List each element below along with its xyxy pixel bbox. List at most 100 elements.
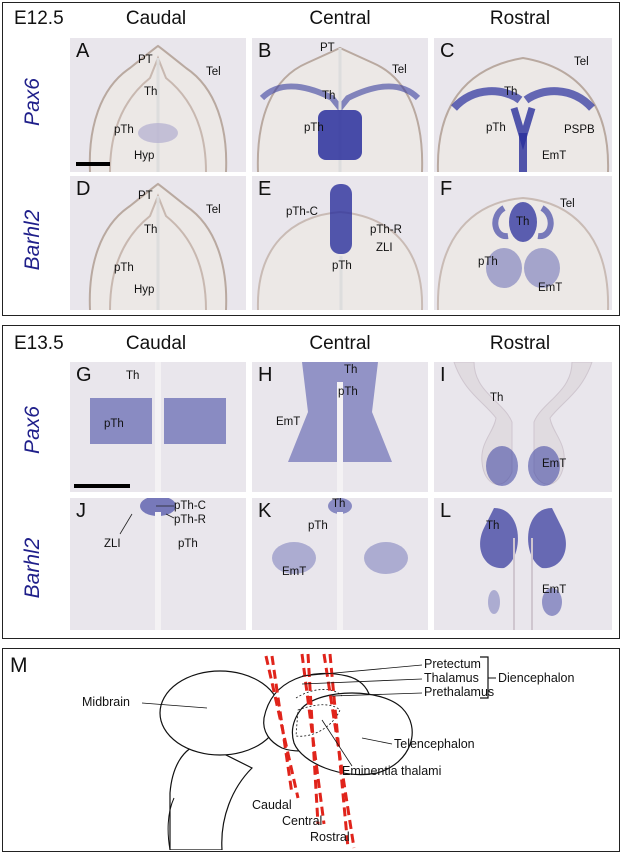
- brain-section-drawing: [88, 44, 228, 172]
- schematic-label-thalamus: Thalamus: [424, 671, 479, 685]
- panel-h-image: H Th pTh EmT: [252, 362, 428, 492]
- label-emt: EmT: [282, 566, 307, 578]
- brain-section-drawing: [256, 184, 424, 310]
- label-pspb: PSPB: [564, 124, 595, 136]
- label-pth-r: pTh-R: [174, 514, 206, 526]
- brain-section-drawing: [88, 182, 228, 310]
- stage-label-e12-5: E12.5: [14, 8, 64, 29]
- label-pth: pTh: [478, 256, 498, 268]
- panel-e-image: E pTh-C pTh-R ZLI pTh: [252, 176, 428, 310]
- label-emt: EmT: [542, 150, 567, 162]
- column-header-caudal-top: Caudal: [125, 8, 187, 29]
- label-th: Th: [486, 520, 500, 532]
- label-emt: EmT: [542, 584, 567, 596]
- panel-letter-a: A: [76, 40, 90, 62]
- label-pth: pTh: [304, 122, 324, 134]
- panel-letter-i: I: [440, 364, 446, 386]
- label-tel: Tel: [206, 66, 221, 78]
- label-tel: Tel: [392, 64, 407, 76]
- label-th: Th: [490, 392, 504, 404]
- panel-letter-b: B: [258, 40, 272, 62]
- panel-letter-k: K: [258, 500, 272, 522]
- gene-label-barhl2-top: Barhl2: [21, 209, 44, 271]
- column-header-central-top: Central: [309, 8, 371, 29]
- column-header-caudal-bottom: Caudal: [125, 333, 187, 354]
- label-th: Th: [322, 90, 336, 102]
- gene-label-barhl2-bottom: Barhl2: [21, 537, 44, 599]
- panel-g-image: G Th pTh: [70, 362, 246, 492]
- label-emt: EmT: [276, 416, 301, 428]
- panel-d-image: D PT Tel Th pTh Hyp: [70, 176, 246, 310]
- panel-j-image: J pTh-C pTh-R ZLI pTh: [70, 498, 246, 630]
- schematic-label-prethalamus: Prethalamus: [424, 685, 495, 699]
- label-tel: Tel: [560, 198, 575, 210]
- brain-section-drawing: [436, 196, 610, 310]
- panel-letter-d: D: [76, 178, 91, 200]
- column-header-central-bottom: Central: [309, 333, 371, 354]
- label-th: Th: [144, 86, 158, 98]
- panel-letter-m: M: [10, 654, 28, 677]
- panel-letter-e: E: [258, 178, 272, 200]
- label-emt: EmT: [542, 458, 567, 470]
- panel-i-image: I Th EmT: [434, 362, 612, 492]
- label-pt: PT: [320, 42, 335, 54]
- brain-section-drawing: [90, 362, 226, 492]
- label-pth-c: pTh-C: [174, 500, 206, 512]
- label-th: Th: [144, 224, 158, 236]
- scale-bar: [76, 162, 110, 166]
- label-hyp: Hyp: [134, 284, 155, 296]
- label-tel: Tel: [574, 56, 589, 68]
- schematic-label-rostral: Rostral: [310, 830, 350, 844]
- panel-l-image: L Th EmT: [434, 498, 612, 630]
- panel-c-image: C Tel Th pTh PSPB EmT: [434, 38, 612, 172]
- panel-letter-l: L: [440, 500, 452, 522]
- schematic-label-eminentia-thalami: Eminentia thalami: [342, 764, 442, 778]
- brain-section-drawing: [453, 362, 593, 486]
- panel-a-image: A PT Tel Th pTh Hyp: [70, 38, 246, 172]
- label-emt: EmT: [538, 282, 563, 294]
- schematic-label-pretectum: Pretectum: [424, 657, 481, 671]
- schematic-label-telencephalon: Telencephalon: [394, 737, 475, 751]
- brain-section-drawing: [436, 56, 610, 172]
- label-pth: pTh: [178, 538, 198, 550]
- label-th: Th: [126, 370, 140, 382]
- brain-section-drawing: [288, 362, 392, 492]
- label-zli: ZLI: [376, 242, 393, 254]
- gene-label-pax6-bottom: Pax6: [21, 406, 44, 454]
- gene-label-pax6-top: Pax6: [21, 78, 44, 126]
- label-th: Th: [504, 86, 518, 98]
- panel-letter-c: C: [440, 40, 455, 62]
- label-th: Th: [516, 216, 530, 228]
- brain-section-drawing: [256, 46, 424, 172]
- label-pt: PT: [138, 54, 153, 66]
- stage-label-e13-5: E13.5: [14, 333, 64, 354]
- brain-section-drawing: [272, 498, 408, 630]
- label-pth: pTh: [338, 386, 358, 398]
- panel-k-image: K Th pTh EmT: [252, 498, 428, 630]
- panel-letter-f: F: [440, 178, 453, 200]
- label-pth-r: pTh-R: [370, 224, 402, 236]
- brain-section-drawing: [480, 508, 566, 630]
- label-th: Th: [344, 364, 358, 376]
- label-hyp: Hyp: [134, 150, 155, 162]
- panel-letter-h: H: [258, 364, 273, 386]
- label-zli: ZLI: [104, 538, 121, 550]
- schematic-label-diencephalon: Diencephalon: [498, 671, 575, 685]
- label-pth: pTh: [114, 124, 134, 136]
- label-pth: pTh: [114, 262, 134, 274]
- label-pth-c: pTh-C: [286, 206, 318, 218]
- panel-b-image: B PT Tel Th pTh: [252, 38, 428, 172]
- panel-f-image: F Tel Th pTh EmT: [434, 176, 612, 310]
- label-pth: pTh: [308, 520, 328, 532]
- label-th: Th: [332, 498, 346, 510]
- schematic-label-caudal: Caudal: [252, 798, 292, 812]
- schematic-label-central: Central: [282, 814, 323, 828]
- scale-bar: [74, 484, 130, 488]
- column-header-rostral-bottom: Rostral: [489, 333, 551, 354]
- label-pth: pTh: [332, 260, 352, 272]
- label-tel: Tel: [206, 204, 221, 216]
- brain-section-drawing: [119, 498, 176, 630]
- label-pth: pTh: [486, 122, 506, 134]
- column-header-rostral-top: Rostral: [489, 8, 551, 29]
- panel-letter-j: J: [76, 500, 86, 522]
